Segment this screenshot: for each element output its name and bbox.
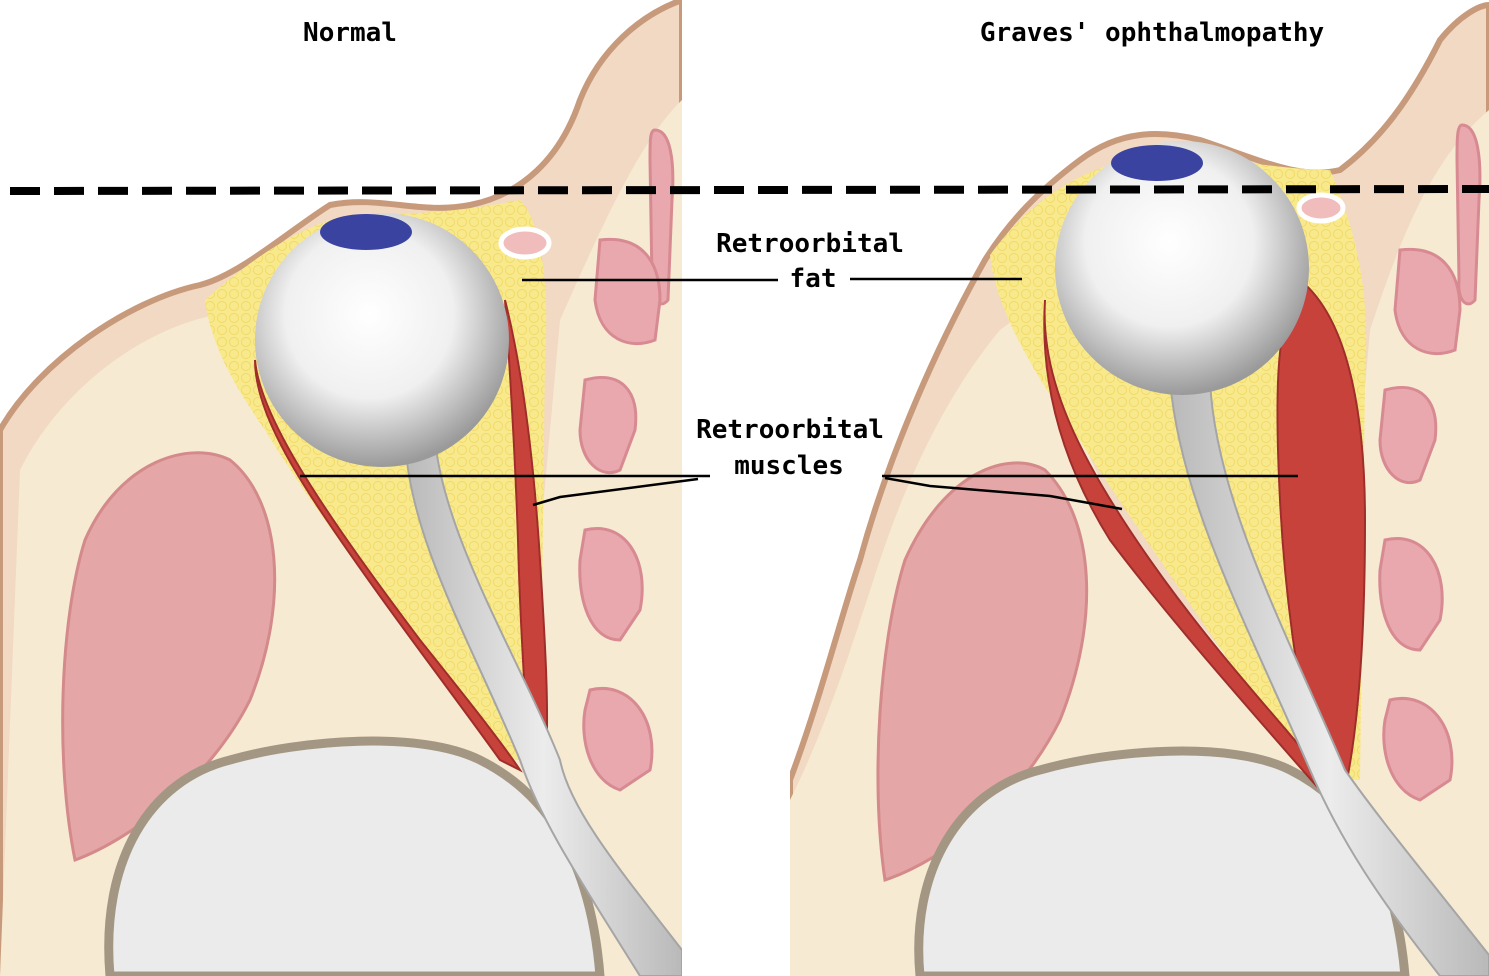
tear-gland: [1299, 195, 1343, 221]
graves-panel: [790, 5, 1489, 976]
eyeball: [1055, 141, 1309, 395]
normal-panel: [0, 0, 682, 976]
graves-panel-title: Graves' ophthalmopathy: [980, 20, 1324, 46]
eyeball: [255, 213, 509, 467]
iris: [320, 214, 412, 250]
panel-gap: [682, 0, 790, 976]
normal-panel-title: Normal: [303, 20, 397, 46]
retroorbital-muscles-label-line1: Retroorbital: [696, 417, 884, 443]
retroorbital-fat-label-line1: Retroorbital: [716, 231, 904, 257]
tear-gland: [501, 229, 549, 257]
retroorbital-fat-label-line2: fat: [790, 266, 837, 292]
retroorbital-muscles-label-line2: muscles: [734, 453, 844, 479]
iris: [1111, 145, 1203, 181]
